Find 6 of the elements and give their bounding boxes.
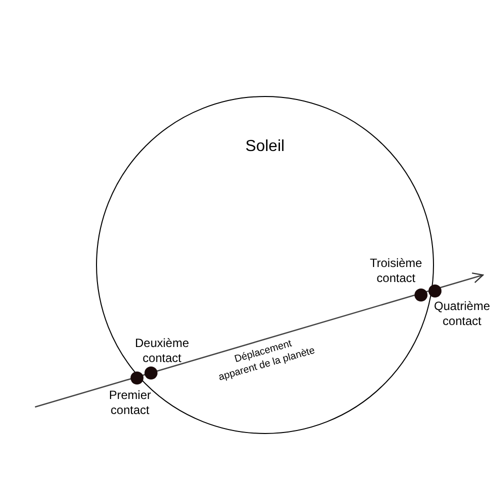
contact-label: Premier contact [108,388,152,418]
planet-dot [428,284,442,298]
contact-label: Quatrième contact [432,299,492,329]
contact-label: Troisième contact [368,256,424,286]
sun-label: Soleil [244,137,286,157]
contact-label: Deuxième contact [134,336,190,366]
